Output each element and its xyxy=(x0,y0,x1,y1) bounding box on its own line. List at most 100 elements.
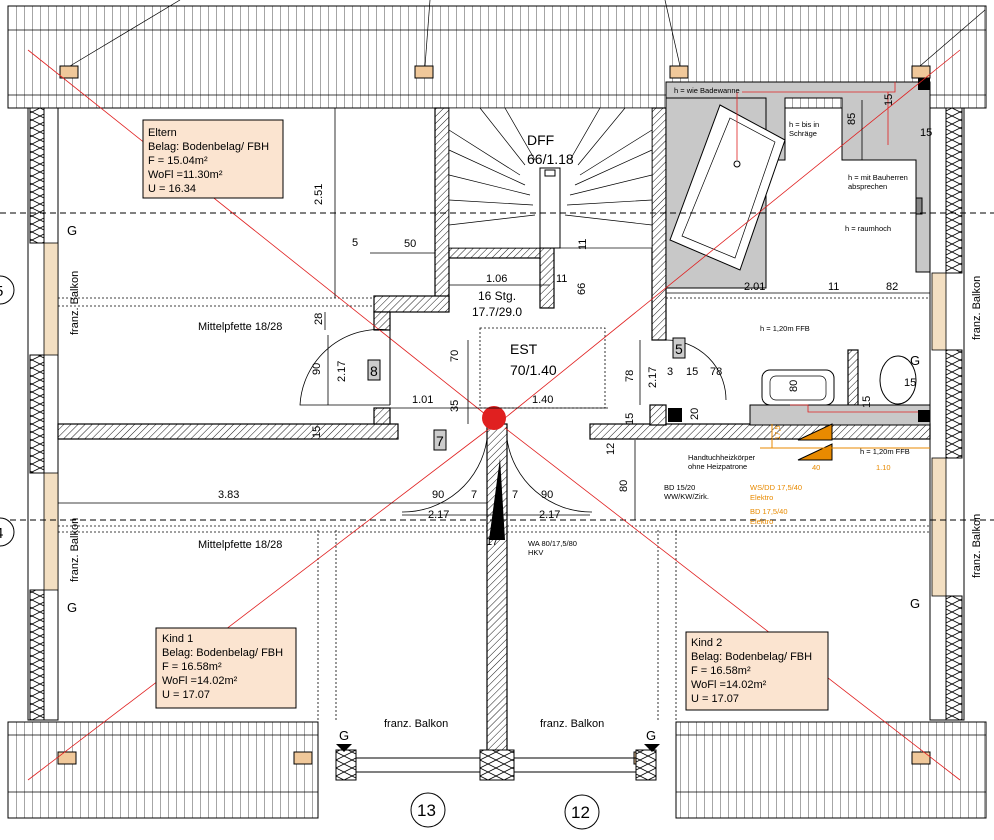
dim-90-left: 90 xyxy=(311,363,323,375)
dim-106: 1.06 xyxy=(486,273,507,285)
note-handtuch-1: Handtuchheizkörper xyxy=(688,453,756,462)
dim-7-b: 7 xyxy=(512,489,518,501)
axis-circle-5 xyxy=(0,275,15,305)
dim-125: 12 xyxy=(605,443,617,455)
balkon-label-left: franz. Balkon xyxy=(384,718,448,730)
g-marker-1: G xyxy=(67,223,77,238)
roof-bottom-left xyxy=(7,721,319,819)
elektro-width-110: 1.10 xyxy=(876,463,891,472)
dim-115-b: 11 xyxy=(828,281,839,293)
kind2-u: U = 17.07 xyxy=(691,693,739,705)
dim-15-g: 15 xyxy=(904,377,916,389)
axis-circle-4 xyxy=(0,517,15,547)
balkon-label-right-top: franz. Balkon xyxy=(971,276,983,340)
dim-251: 2.51 xyxy=(313,184,325,205)
kind2-note-box xyxy=(685,631,829,711)
eltern-belag: Belag: Bodenbelag/ FBH xyxy=(148,141,269,153)
dim-217-right: 2.17 xyxy=(647,367,659,388)
mittelpfette-top: Mittelpfette 18/28 xyxy=(198,321,282,333)
note-bis-schraege-1: h = bis in xyxy=(789,120,819,129)
dim-50: 50 xyxy=(404,238,416,250)
door-tag-8 xyxy=(367,359,381,381)
dim-70: 70 xyxy=(449,350,461,362)
door-label-7: 7 xyxy=(436,433,444,449)
mittelpfette-bottom: Mittelpfette 18/28 xyxy=(198,539,282,551)
dim-825: 82 xyxy=(886,281,898,293)
balcony-bottom xyxy=(335,744,660,781)
kind1-note-box xyxy=(155,627,297,709)
elektro-ws: WS/DD 17,5/40 xyxy=(750,483,802,492)
note-bd-2: WW/KW/Zirk. xyxy=(664,492,709,501)
stair-steps: 16 Stg. xyxy=(478,289,516,303)
dim-175: 5 xyxy=(352,237,358,249)
balkon-label-right: franz. Balkon xyxy=(540,718,604,730)
eltern-wofl: WoFl =11.30m² xyxy=(148,169,223,181)
dim-90-b: 90 xyxy=(541,489,553,501)
elektro-label-1: Elektro xyxy=(750,493,773,502)
dim-217-left: 2.17 xyxy=(336,361,348,382)
note-ffb-bottom: h = 1,20m FFB xyxy=(860,447,910,456)
bathroom-fixtures xyxy=(665,78,931,422)
axis-label-12: 12 xyxy=(571,803,590,822)
reference-lines xyxy=(0,212,994,720)
dff-label: DFF xyxy=(527,132,554,148)
dim-3: 3 xyxy=(667,366,673,378)
elektro-label-2: Elektro xyxy=(750,517,773,526)
roof-top xyxy=(7,0,987,109)
dim-175-c: 17 xyxy=(486,536,498,548)
dim-15-a: 15 xyxy=(883,94,895,106)
note-bis-schraege-2: Schräge xyxy=(789,129,817,138)
kind1-belag: Belag: Bodenbelag/ FBH xyxy=(162,647,283,659)
est-value: 70/1.40 xyxy=(510,362,557,378)
axis-circle-13 xyxy=(410,792,446,828)
dim-15-f: 15 xyxy=(861,396,873,408)
dim-78: 78 xyxy=(624,370,636,382)
dim-201: 2.01 xyxy=(744,281,765,293)
dim-15-e: 15 xyxy=(624,413,636,425)
kind1-f: F = 16.58m² xyxy=(162,661,222,673)
dim-115-vert: 11 xyxy=(577,239,589,250)
dim-217-d: 2.17 xyxy=(539,509,560,521)
kind1-u: U = 17.07 xyxy=(162,689,210,701)
dff-value: 66/1.18 xyxy=(527,151,574,167)
g-marker-2: G xyxy=(67,600,77,615)
note-bauherren-2: absprechen xyxy=(848,182,887,191)
est-label: EST xyxy=(510,341,538,357)
dim-15-d: 15 xyxy=(686,366,698,378)
eltern-note-box xyxy=(142,119,284,199)
door-label-8: 8 xyxy=(370,363,378,379)
roof-bottom-right xyxy=(633,721,987,819)
axis-label-5: 5 xyxy=(0,283,3,300)
dim-80-b: 80 xyxy=(618,480,630,492)
elektro-markers xyxy=(760,423,930,461)
note-ffb-top: h = 1,20m FFB xyxy=(760,324,810,333)
doors xyxy=(299,329,727,540)
balkon-label-left-bottom: franz. Balkon xyxy=(69,518,81,582)
dim-785: 78 xyxy=(710,366,722,378)
kind2-name: Kind 2 xyxy=(691,637,722,649)
elektro-width-40: 40 xyxy=(812,463,820,472)
dim-20: 20 xyxy=(689,408,701,420)
dim-140: 1.40 xyxy=(532,394,553,406)
elektro-bd: BD 17,5/40 xyxy=(750,507,788,516)
balkon-label-right-bottom: franz. Balkon xyxy=(971,514,983,578)
g-marker-5: G xyxy=(339,728,349,743)
staircase xyxy=(448,107,653,249)
note-wie-badewanne: h = wie Badewanne xyxy=(674,86,740,95)
door-tag-7 xyxy=(433,429,447,451)
g-marker-3: G xyxy=(910,353,920,368)
note-wa-1: WA 80/17,5/80 xyxy=(528,539,577,548)
wall-left xyxy=(27,107,59,721)
dim-15-b: 15 xyxy=(920,127,932,139)
axis-circle-12 xyxy=(564,794,600,830)
dim-217-c: 2.17 xyxy=(428,509,449,521)
g-marker-6: G xyxy=(646,728,656,743)
note-bauherren-1: h = mit Bauherren xyxy=(848,173,908,182)
kind2-f: F = 16.58m² xyxy=(691,665,751,677)
kind2-belag: Belag: Bodenbelag/ FBH xyxy=(691,651,812,663)
kind1-wofl: WoFl =14.02m² xyxy=(162,675,238,687)
balkon-label-left-top: franz. Balkon xyxy=(69,271,81,335)
kind1-name: Kind 1 xyxy=(162,633,193,645)
eltern-f: F = 15.04m² xyxy=(148,155,208,167)
